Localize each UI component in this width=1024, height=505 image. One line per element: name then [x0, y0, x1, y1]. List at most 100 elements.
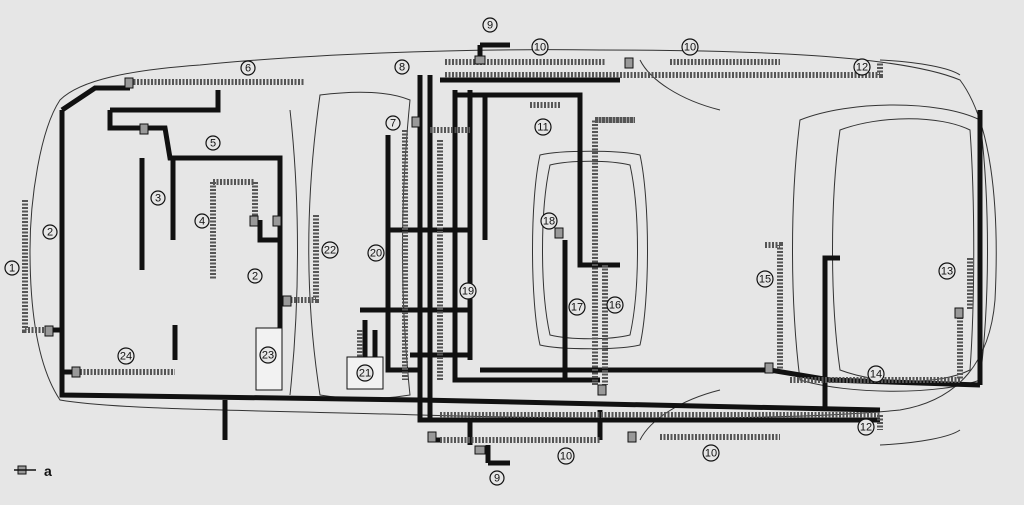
- callout-number: 10: [560, 451, 572, 463]
- callout-number: 12: [856, 62, 868, 74]
- connector: [44, 325, 54, 337]
- callout-circle: [531, 38, 549, 56]
- callout-number: 10: [534, 42, 546, 54]
- callout-20: 20: [367, 244, 385, 262]
- callout-circle: [867, 365, 885, 383]
- callout-2a: 2: [42, 224, 58, 240]
- callout-number: 3: [155, 193, 161, 205]
- connector: [139, 123, 149, 135]
- callout-number: 13: [941, 266, 953, 278]
- callout-circle: [568, 298, 586, 316]
- callout-number: 5: [210, 138, 216, 150]
- callout-circle: [4, 260, 20, 276]
- callout-23: 23: [259, 346, 277, 364]
- connector: [474, 55, 486, 65]
- callout-circle: [117, 347, 135, 365]
- callout-circle: [756, 270, 774, 288]
- callout-number: 23: [262, 350, 274, 362]
- callout-circle: [42, 224, 58, 240]
- callout-circle: [247, 268, 263, 284]
- connector: [282, 295, 292, 307]
- callout-6: 6: [240, 60, 256, 76]
- callout-circle: [367, 244, 385, 262]
- callout-12a: 12: [853, 58, 871, 76]
- connector: [71, 366, 81, 378]
- callout-10d: 10: [702, 444, 720, 462]
- callout-number: 21: [359, 368, 371, 380]
- callout-9b: 9: [489, 470, 505, 486]
- callout-16: 16: [606, 296, 624, 314]
- callout-13: 13: [938, 262, 956, 280]
- callout-22: 22: [321, 241, 339, 259]
- callout-circle: [259, 346, 277, 364]
- callout-number: 1: [9, 263, 15, 275]
- callout-circle: [853, 58, 871, 76]
- callout-18: 18: [540, 212, 558, 230]
- callout-1: 1: [4, 260, 20, 276]
- connector: [554, 227, 564, 239]
- callout-circle: [150, 190, 166, 206]
- callout-number: 20: [370, 248, 382, 260]
- callout-10b: 10: [681, 38, 699, 56]
- callout-number: 10: [705, 448, 717, 460]
- callout-circle: [321, 241, 339, 259]
- connector: [954, 307, 964, 319]
- callout-14: 14: [867, 365, 885, 383]
- callout-circle: [938, 262, 956, 280]
- callout-number: 2: [47, 227, 53, 239]
- callout-2b: 2: [247, 268, 263, 284]
- callout-10c: 10: [557, 447, 575, 465]
- callout-15: 15: [756, 270, 774, 288]
- callout-circle: [394, 59, 410, 75]
- callout-circle: [356, 364, 374, 382]
- callout-number: 7: [390, 118, 396, 130]
- callout-number: 9: [487, 20, 493, 32]
- callout-8: 8: [394, 59, 410, 75]
- callout-12b: 12: [857, 418, 875, 436]
- callout-circle: [489, 470, 505, 486]
- callout-number: 12: [860, 422, 872, 434]
- callout-number: 16: [609, 300, 621, 312]
- connector: [474, 445, 486, 455]
- callout-19: 19: [459, 282, 477, 300]
- callout-number: 10: [684, 42, 696, 54]
- callout-circle: [534, 118, 552, 136]
- callout-number: 15: [759, 274, 771, 286]
- connector: [427, 431, 437, 443]
- main-harness: [45, 42, 983, 466]
- callout-17: 17: [568, 298, 586, 316]
- callout-4: 4: [194, 213, 210, 229]
- callout-circle: [459, 282, 477, 300]
- callout-10a: 10: [531, 38, 549, 56]
- callout-number: 14: [870, 369, 882, 381]
- callout-5: 5: [205, 135, 221, 151]
- callout-circle: [205, 135, 221, 151]
- callout-circle: [857, 418, 875, 436]
- callout-circle: [240, 60, 256, 76]
- connector: [624, 57, 634, 69]
- connector: [764, 362, 774, 374]
- callout-9a: 9: [482, 17, 498, 33]
- callout-circle: [385, 115, 401, 131]
- callout-circle: [681, 38, 699, 56]
- connector: [124, 77, 134, 89]
- callout-number: 17: [571, 302, 583, 314]
- shielded-harness: [22, 59, 973, 443]
- connector: [272, 215, 282, 227]
- callout-24: 24: [117, 347, 135, 365]
- callout-circle: [702, 444, 720, 462]
- callout-circle: [482, 17, 498, 33]
- connector: [249, 215, 259, 227]
- callout-number: 8: [399, 62, 405, 74]
- callout-number: 4: [199, 216, 205, 228]
- callout-number: 9: [494, 473, 500, 485]
- callout-number: 2: [252, 271, 258, 283]
- callout-number: 11: [537, 122, 548, 134]
- callout-7: 7: [385, 115, 401, 131]
- callout-number: 19: [462, 286, 474, 298]
- connector: [411, 116, 421, 128]
- callout-21: 21: [356, 364, 374, 382]
